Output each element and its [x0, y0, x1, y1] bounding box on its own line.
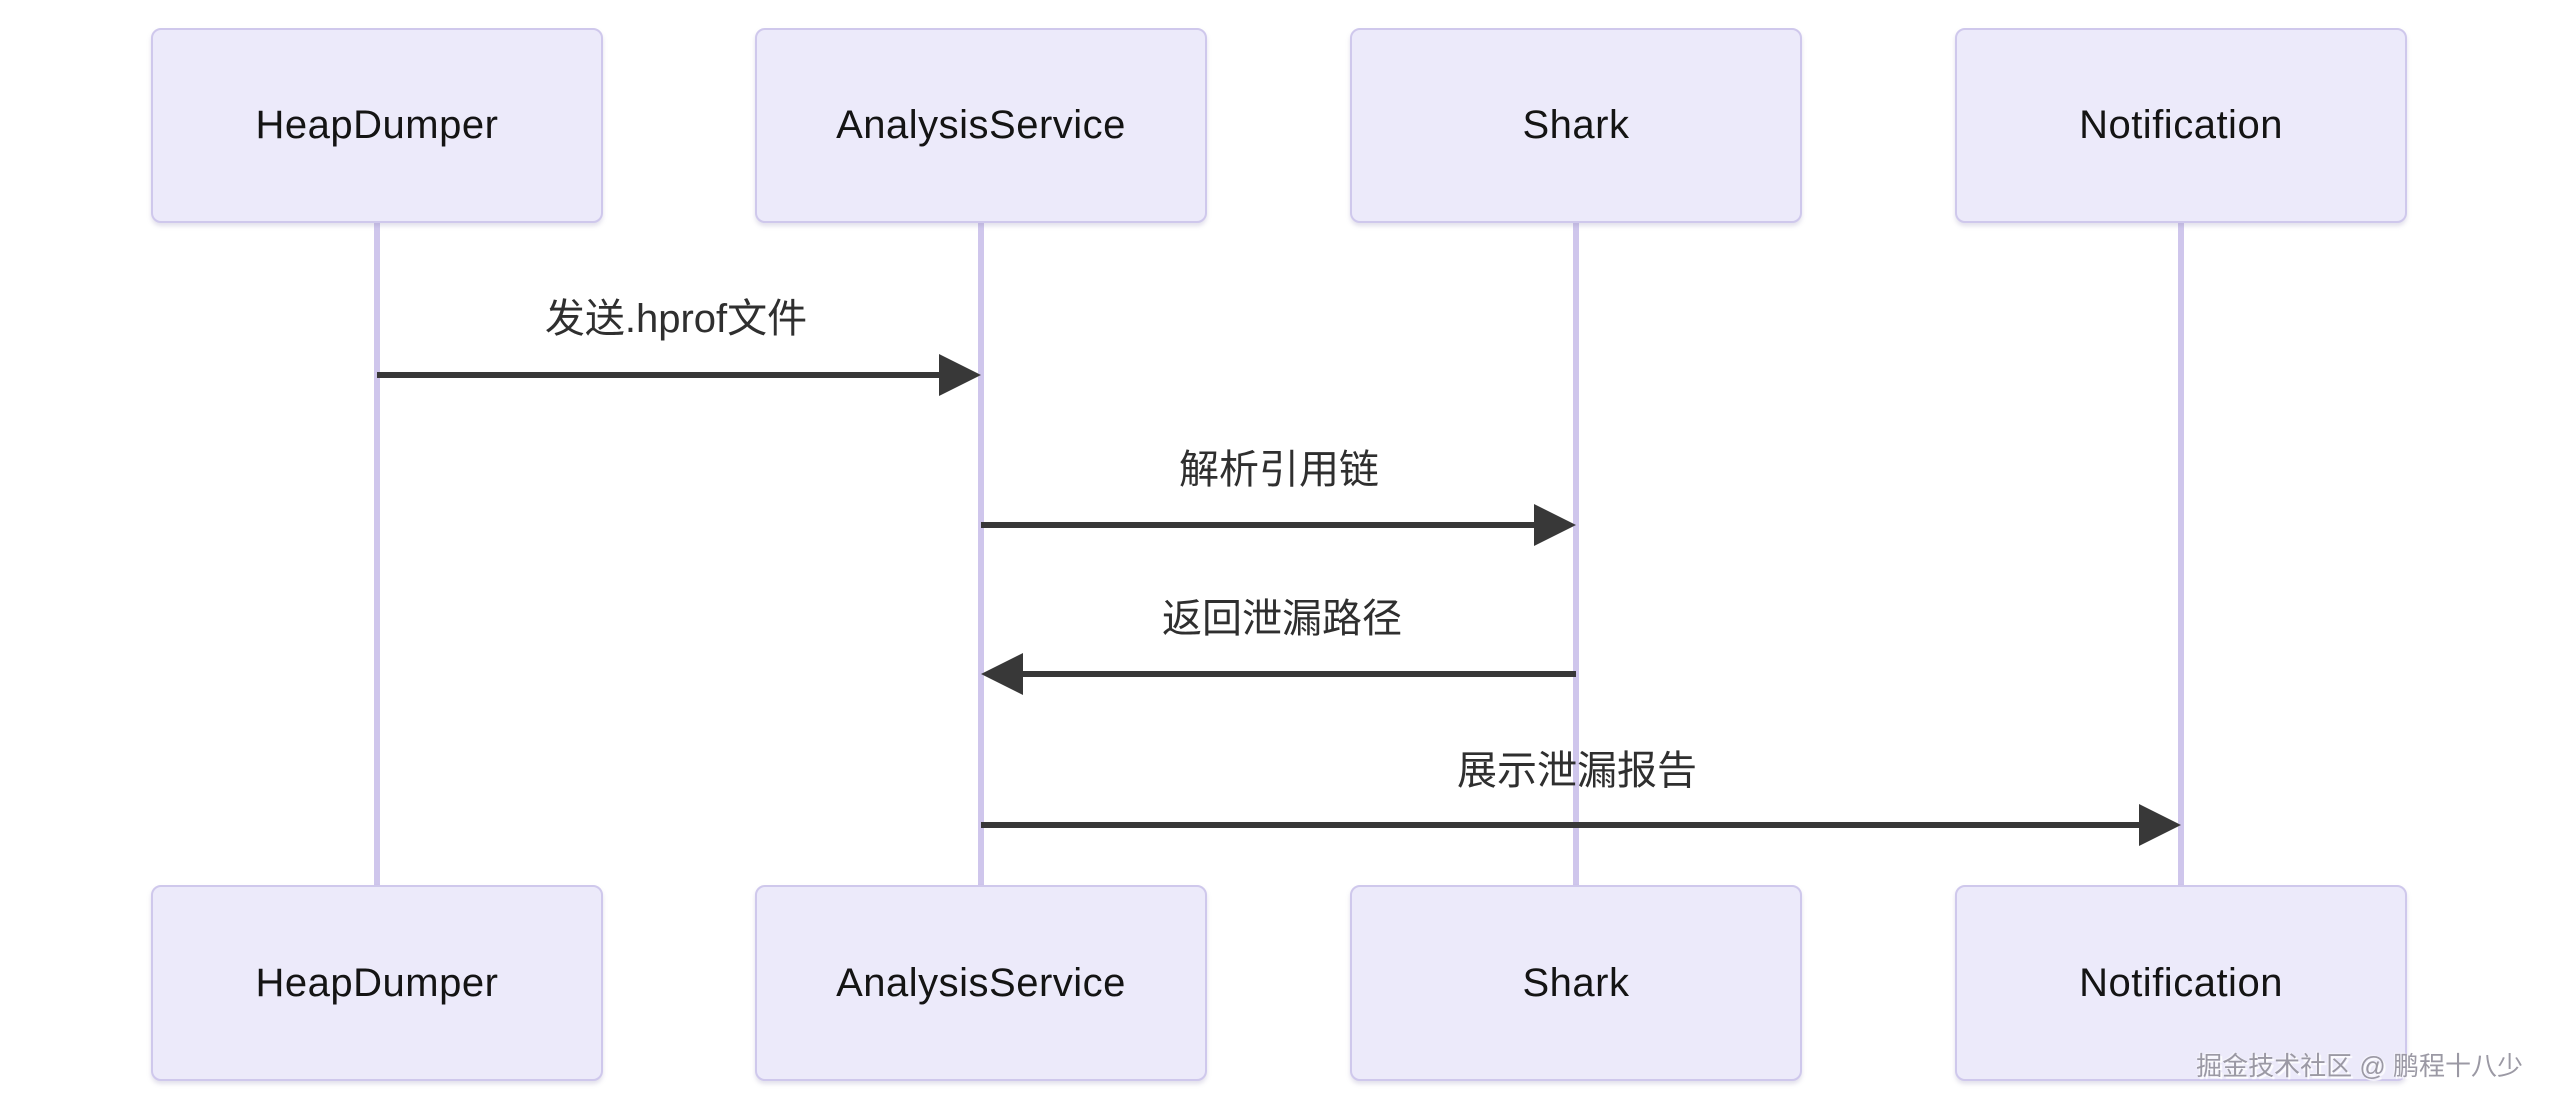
message-line-show-leak-report: [981, 822, 2139, 828]
actor-label: HeapDumper: [255, 960, 499, 1005]
message-line-send-hprof: [377, 372, 939, 378]
arrowhead-right-icon: [939, 354, 981, 396]
actor-label: Notification: [2079, 960, 2283, 1005]
actor-bottom-notification: Notification: [1955, 885, 2407, 1081]
lifeline-analysisservice: [978, 223, 984, 885]
watermark: 掘金技术社区 @ 鹏程十八少: [2196, 1051, 2523, 1081]
actor-top-heapdumper: HeapDumper: [151, 28, 603, 223]
message-line-return-leak-path: [1023, 671, 1576, 677]
lifeline-shark: [1573, 223, 1579, 885]
actor-label: HeapDumper: [255, 103, 499, 147]
arrowhead-left-icon: [981, 653, 1023, 695]
arrowhead-right-icon: [2139, 804, 2181, 846]
actor-label: Shark: [1522, 960, 1630, 1005]
message-line-parse-chain: [981, 522, 1534, 528]
actor-bottom-shark: Shark: [1350, 885, 1802, 1081]
actor-top-analysisservice: AnalysisService: [755, 28, 1207, 223]
actor-label: AnalysisService: [836, 103, 1126, 147]
actor-label: Notification: [2079, 103, 2283, 147]
actor-top-shark: Shark: [1350, 28, 1802, 223]
lifeline-heapdumper: [374, 223, 380, 885]
arrowhead-right-icon: [1534, 504, 1576, 546]
actor-bottom-analysisservice: AnalysisService: [755, 885, 1207, 1081]
actor-label: AnalysisService: [836, 960, 1126, 1005]
message-label-return-leak-path: 返回泄漏路径: [1162, 597, 1402, 641]
message-label-show-leak-report: 展示泄漏报告: [1457, 749, 1697, 793]
actor-top-notification: Notification: [1955, 28, 2407, 223]
message-label-parse-chain: 解析引用链: [1179, 448, 1379, 492]
message-label-send-hprof: 发送.hprof文件: [544, 297, 808, 341]
lifeline-notification: [2178, 223, 2184, 885]
actor-label: Shark: [1522, 103, 1630, 147]
actor-bottom-heapdumper: HeapDumper: [151, 885, 603, 1081]
